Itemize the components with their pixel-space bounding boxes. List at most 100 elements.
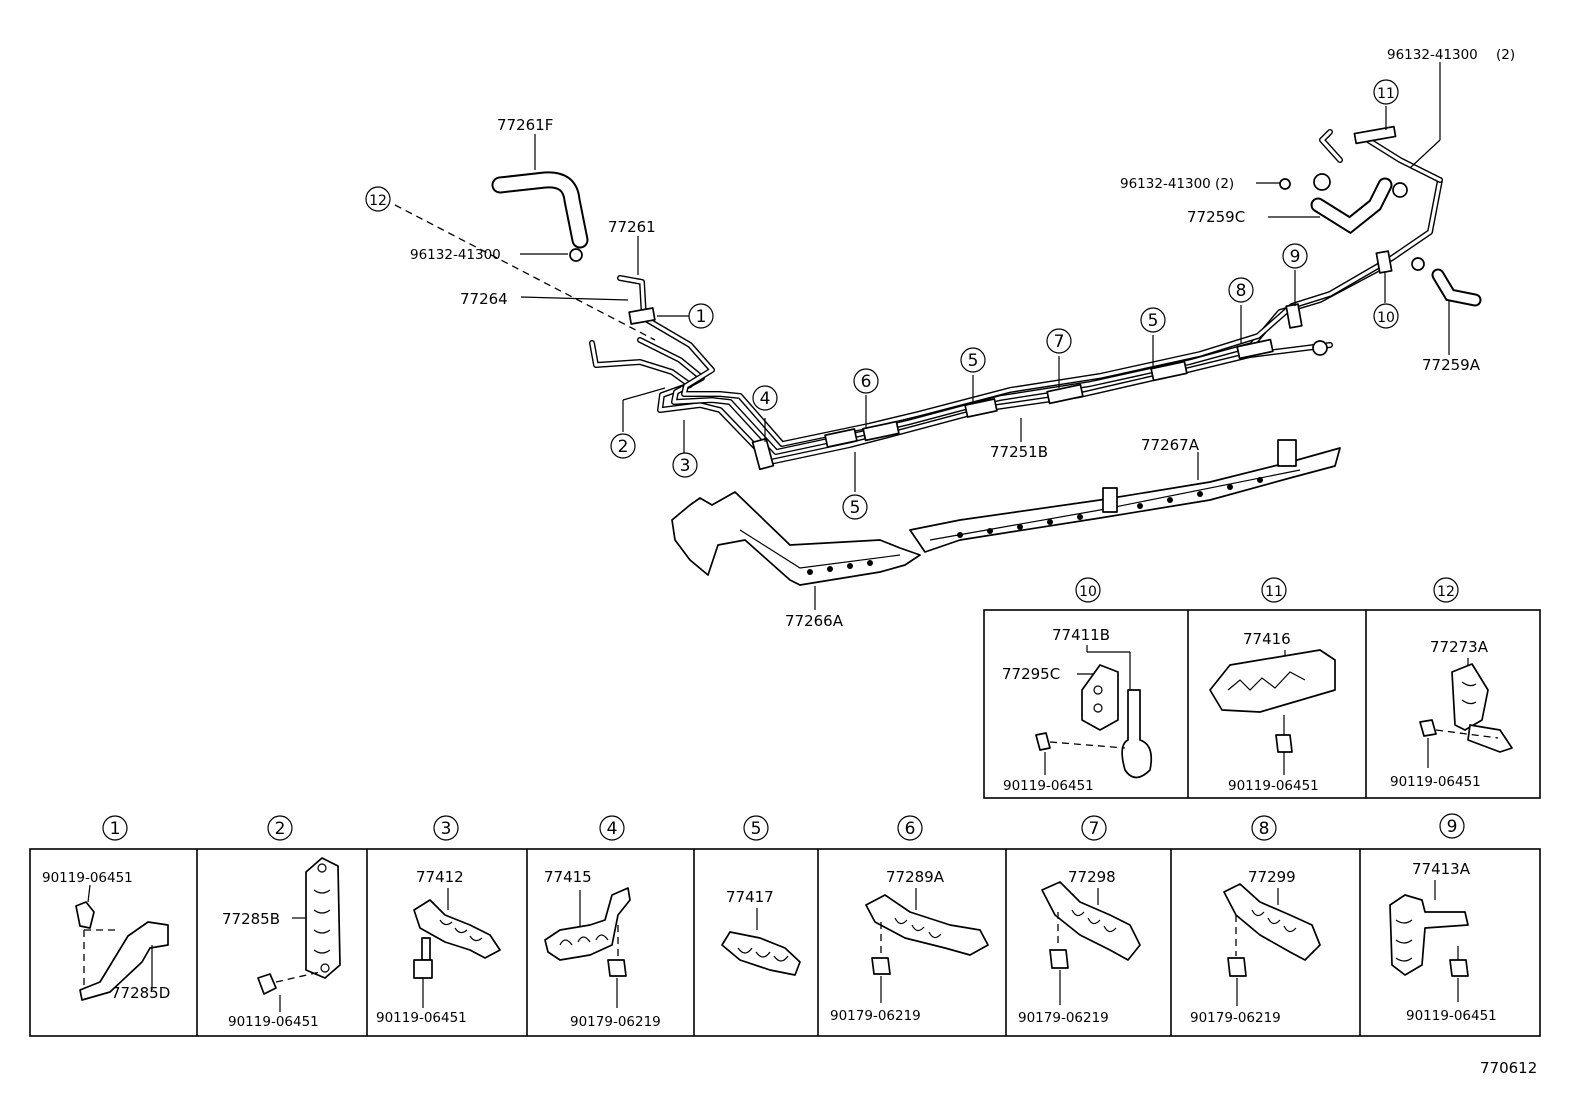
callout-6: 6 bbox=[853, 368, 879, 394]
svg-text:77285B: 77285B bbox=[222, 910, 280, 928]
svg-text:77411B: 77411B bbox=[1052, 626, 1110, 644]
detail-11-header: 11 bbox=[1261, 577, 1287, 603]
lower-headers: 1 2 3 4 5 6 7 8 9 bbox=[102, 813, 1465, 841]
svg-text:7: 7 bbox=[1089, 819, 1100, 839]
svg-text:6: 6 bbox=[905, 819, 916, 839]
figure-code: 770612 bbox=[1480, 1059, 1537, 1077]
svg-text:5: 5 bbox=[1148, 311, 1159, 331]
svg-text:5: 5 bbox=[968, 351, 979, 371]
callout-5c: 5 bbox=[1140, 307, 1166, 333]
svg-text:90119-06451: 90119-06451 bbox=[1406, 1008, 1497, 1024]
svg-text:1: 1 bbox=[696, 307, 707, 327]
svg-text:90179-06219: 90179-06219 bbox=[1018, 1010, 1109, 1026]
svg-text:77285D: 77285D bbox=[111, 984, 170, 1002]
detail-11: 77416 90119-06451 bbox=[1209, 630, 1336, 794]
svg-text:4: 4 bbox=[607, 819, 618, 839]
detail-6: 77289A 90179-06219 bbox=[830, 868, 989, 1024]
callout-9: 9 bbox=[1282, 243, 1308, 269]
callout-3: 3 bbox=[672, 452, 698, 478]
svg-text:77412: 77412 bbox=[416, 868, 464, 886]
svg-text:77298: 77298 bbox=[1068, 868, 1116, 886]
callout-11: 11 bbox=[1373, 79, 1399, 105]
svg-text:12: 12 bbox=[369, 193, 387, 209]
svg-text:8: 8 bbox=[1236, 281, 1247, 301]
svg-text:90119-06451: 90119-06451 bbox=[1390, 774, 1481, 790]
svg-text:77417: 77417 bbox=[726, 888, 774, 906]
svg-text:6: 6 bbox=[861, 372, 872, 392]
detail-3-header: 3 bbox=[433, 815, 459, 841]
svg-text:2: 2 bbox=[275, 819, 286, 839]
svg-text:90179-06219: 90179-06219 bbox=[830, 1008, 921, 1024]
svg-text:10: 10 bbox=[1377, 310, 1395, 326]
detail-1-header: 1 bbox=[102, 815, 128, 841]
main-part-labels: 77261F 77261 96132-41300 7 7 2 6 4 96132-413… bbox=[410, 47, 1537, 1077]
svg-text:4: 4 bbox=[760, 389, 771, 409]
svg-text:5: 5 bbox=[751, 819, 762, 839]
label-77259a: 77259A bbox=[1422, 356, 1481, 374]
bracket-77267a bbox=[909, 439, 1341, 553]
main-leader-lines bbox=[394, 62, 1450, 610]
hose-77259a bbox=[1431, 268, 1482, 307]
svg-text:77413A: 77413A bbox=[1412, 860, 1471, 878]
label-77266a: 77266A bbox=[785, 612, 844, 630]
detail-4: 77415 90179-06219 bbox=[544, 868, 661, 1030]
upper-detail-panel: 10 11 12 77411B 77295C 90119-06451 77416 bbox=[983, 577, 1541, 799]
svg-text:77289A: 77289A bbox=[886, 868, 945, 886]
svg-text:9: 9 bbox=[1447, 817, 1458, 837]
svg-text:7: 7 bbox=[1054, 332, 1065, 352]
svg-text:90119-06451: 90119-06451 bbox=[228, 1014, 319, 1030]
detail-2-header: 2 bbox=[267, 815, 293, 841]
svg-text:1: 1 bbox=[110, 819, 121, 839]
lower-detail-panel: 1 2 3 4 5 6 7 8 9 90119-06451 77285D 772… bbox=[29, 813, 1541, 1037]
svg-text:90179-06219: 90179-06219 bbox=[1190, 1010, 1281, 1026]
detail-3: 77412 90119-06451 bbox=[376, 868, 501, 1026]
detail-12-header: 12 bbox=[1433, 577, 1459, 603]
label-77261f: 77261F bbox=[497, 116, 553, 134]
detail-7-header: 7 bbox=[1081, 815, 1107, 841]
detail-1: 90119-06451 77285D bbox=[42, 870, 170, 1002]
label-77267a: 77267A bbox=[1141, 436, 1200, 454]
tube-clamps bbox=[569, 125, 1425, 471]
main-tube-bundle bbox=[589, 129, 1443, 465]
detail-2: 77285B 90119-06451 bbox=[222, 857, 341, 1030]
svg-text:3: 3 bbox=[441, 819, 452, 839]
svg-text:12: 12 bbox=[1437, 584, 1455, 600]
svg-text:90119-06451: 90119-06451 bbox=[376, 1010, 467, 1026]
label-clamp-mid-right: 96132-41300 (2) bbox=[1120, 176, 1234, 192]
detail-6-header: 6 bbox=[897, 815, 923, 841]
detail-8: 77299 90179-06219 bbox=[1190, 868, 1321, 1026]
hose-77259c bbox=[1310, 177, 1393, 235]
callout-4: 4 bbox=[752, 385, 778, 411]
callout-1: 1 bbox=[688, 303, 714, 329]
svg-text:77415: 77415 bbox=[544, 868, 592, 886]
callout-5b: 5 bbox=[960, 347, 986, 373]
svg-text:10: 10 bbox=[1079, 584, 1097, 600]
detail-9-header: 9 bbox=[1439, 813, 1465, 839]
detail-5: 77417 bbox=[721, 888, 801, 976]
callout-2: 2 bbox=[610, 433, 636, 459]
svg-text:11: 11 bbox=[1265, 584, 1283, 600]
svg-text:90119-06451: 90119-06451 bbox=[1228, 778, 1319, 794]
detail-5-header: 5 bbox=[743, 815, 769, 841]
detail-4-header: 4 bbox=[599, 815, 625, 841]
detail-12: 77273A 90119-06451 bbox=[1390, 638, 1513, 790]
label-77251b: 77251B bbox=[990, 443, 1048, 461]
detail-8-header: 8 bbox=[1251, 815, 1277, 841]
detail-7: 77298 90179-06219 bbox=[1018, 868, 1141, 1026]
svg-text:77416: 77416 bbox=[1243, 630, 1291, 648]
label-77259c: 77259C bbox=[1187, 208, 1245, 226]
callout-5a: 5 bbox=[842, 494, 868, 520]
fuel-tube-assembly: 77261F 77261 96132-41300 7 7 2 6 4 96132-413… bbox=[365, 47, 1537, 1077]
label-clamp-top-right: 96132-41300 bbox=[1387, 47, 1478, 63]
svg-text:9: 9 bbox=[1290, 247, 1301, 267]
label-clamp-top-right-qty: (2) bbox=[1496, 47, 1515, 63]
main-callouts: 12 1 2 3 4 6 5 5 7 5 8 9 11 10 bbox=[365, 79, 1399, 520]
svg-text:77273A: 77273A bbox=[1430, 638, 1489, 656]
label-77261: 77261 bbox=[608, 218, 656, 236]
svg-text:5: 5 bbox=[850, 498, 861, 518]
detail-9: 77413A 90119-06451 bbox=[1389, 860, 1497, 1024]
svg-text:90119-06451: 90119-06451 bbox=[42, 870, 133, 886]
callout-10: 10 bbox=[1373, 303, 1399, 329]
svg-text:90179-06219: 90179-06219 bbox=[570, 1014, 661, 1030]
